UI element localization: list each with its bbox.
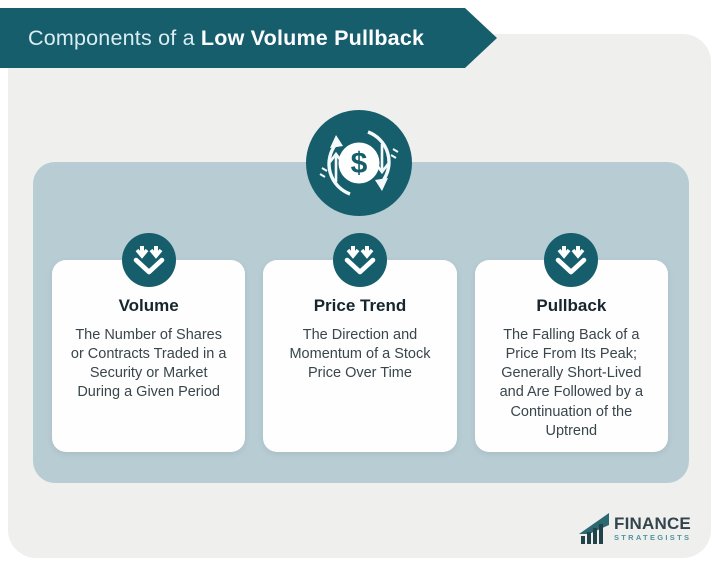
card-description: The Falling Back of a Price From Its Pea… xyxy=(499,327,644,439)
card-title: Pullback xyxy=(536,296,607,315)
logo-text: FINANCE STRATEGISTS xyxy=(614,515,691,542)
card-description: The Direction and Momentum of a Stock Pr… xyxy=(289,327,431,382)
converging-down-arrows-icon xyxy=(544,233,599,287)
logo-finance-text: FINANCE xyxy=(614,514,691,534)
growth-chart-icon xyxy=(579,513,609,544)
finance-strategists-logo: FINANCE STRATEGISTS xyxy=(577,511,691,546)
converging-down-arrows-icon xyxy=(332,233,387,287)
card-title: Price Trend xyxy=(313,296,407,315)
card-title: Volume xyxy=(118,296,179,315)
currency-cycle-icon: $ xyxy=(306,110,412,216)
header-banner: Components of a Low Volume Pullback xyxy=(0,8,497,68)
page-title-bold: Low Volume Pullback xyxy=(200,25,425,50)
card-price-trend: Price Trend The Direction and Momentum o… xyxy=(263,233,457,452)
card-pullback: Pullback The Falling Back of a Price Fro… xyxy=(474,233,668,452)
page-title: Components of a Low Volume Pullback xyxy=(0,26,424,51)
converging-down-arrows-icon xyxy=(121,233,176,287)
cards-row: Volume The Number of Shares or Contracts… xyxy=(52,233,668,452)
page-title-regular: Components of a xyxy=(28,25,201,50)
logo-strategists-text: STRATEGISTS xyxy=(614,533,692,543)
svg-text:$: $ xyxy=(351,147,368,180)
card-volume: Volume The Number of Shares or Contracts… xyxy=(52,233,246,452)
card-description: The Number of Shares or Contracts Traded… xyxy=(70,327,227,401)
